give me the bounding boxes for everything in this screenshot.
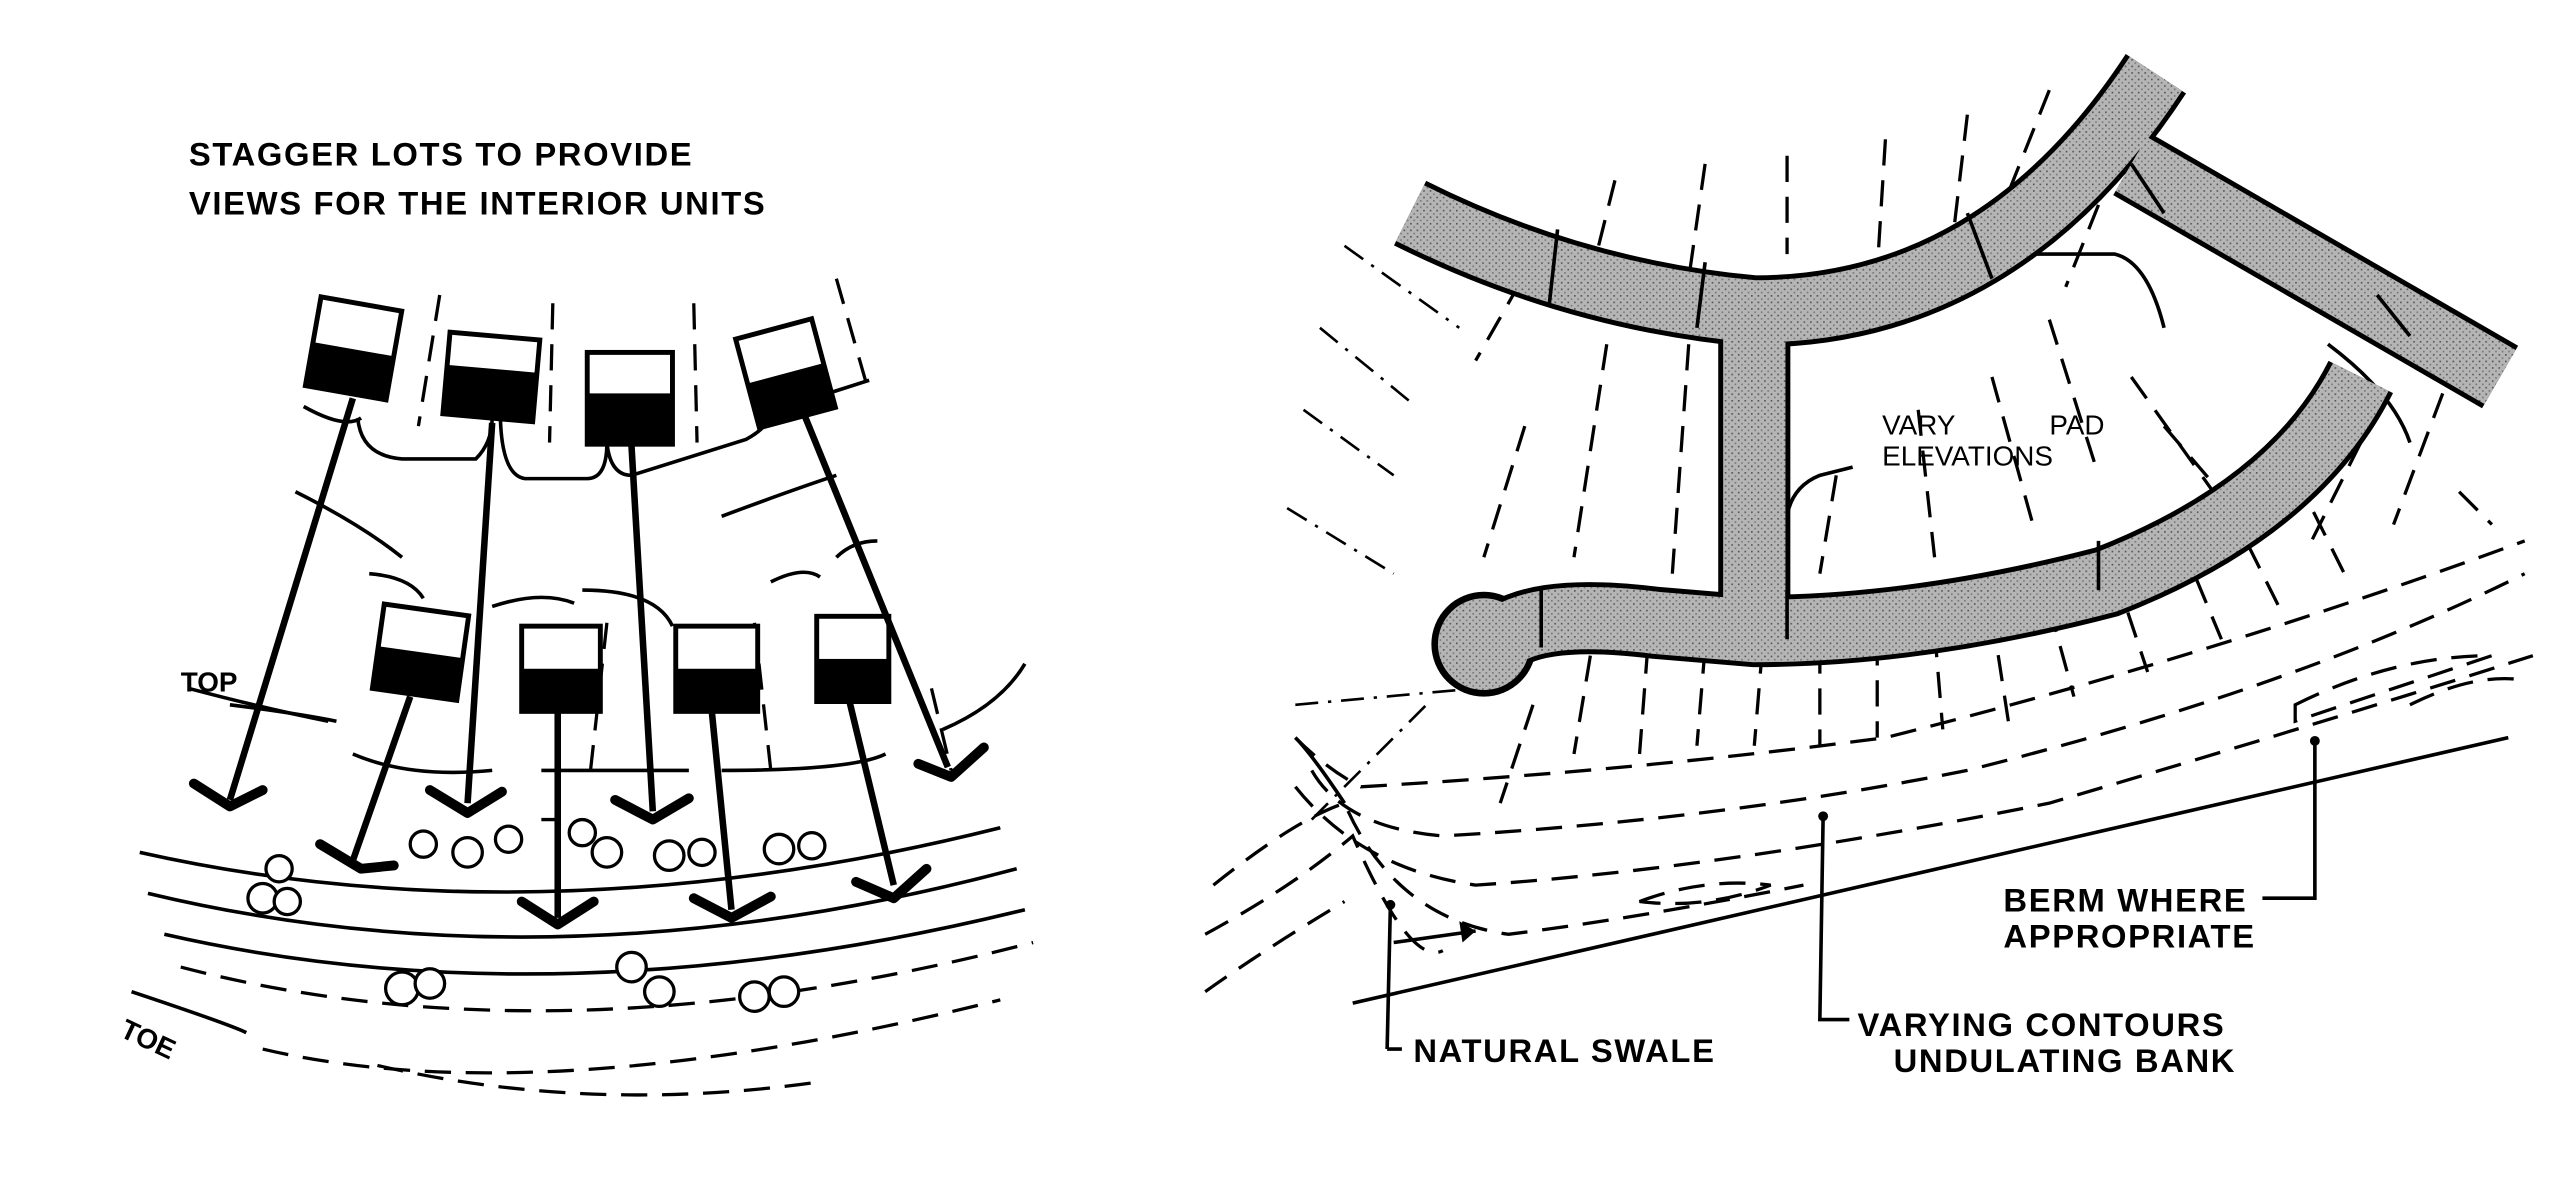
slope-bank [130, 826, 1034, 1097]
contours-label-line1: VARYING CONTOURS [1858, 1006, 2226, 1043]
pad-elevations-label-elevations: ELEVATIONS [1882, 441, 2053, 472]
pad-elevations-label-vary: VARY [1882, 409, 1955, 440]
house [814, 613, 892, 705]
house [519, 623, 603, 714]
top-of-slope-label: TOP [181, 667, 238, 698]
left-title-line2: VIEWS FOR THE INTERIOR UNITS [189, 185, 766, 222]
lot-lines [1286, 89, 2494, 821]
natural-swale-label: NATURAL SWALE [1413, 1032, 1715, 1069]
house [732, 315, 839, 431]
view-arrows [188, 397, 989, 930]
house [673, 623, 761, 714]
contours [1204, 539, 2534, 1005]
street-network [1393, 53, 2519, 697]
left-title-line1: STAGGER LOTS TO PROVIDE [189, 136, 693, 173]
house [440, 329, 543, 425]
toe-of-slope-label: TOE [116, 1013, 181, 1065]
houses [302, 294, 892, 714]
top-of-slope-line [229, 703, 337, 723]
pad-elevations-label-pad: PAD [2049, 409, 2104, 440]
house [584, 349, 675, 447]
berm-label-line2: APPROPRIATE [2003, 917, 2255, 954]
site-grading-diagram: VARY PAD ELEVATIONS BERM WHERE APPROPRIA… [1204, 53, 2534, 1079]
stagger-lots-diagram: STAGGER LOTS TO PROVIDE VIEWS FOR THE IN… [116, 136, 1034, 1097]
contours-label-line2: UNDULATING BANK [1894, 1042, 2236, 1079]
house [369, 601, 472, 704]
berm-label-line1: BERM WHERE [2003, 881, 2247, 918]
leader-lines [1385, 735, 2320, 1051]
trees [246, 817, 827, 1013]
house [302, 294, 405, 403]
